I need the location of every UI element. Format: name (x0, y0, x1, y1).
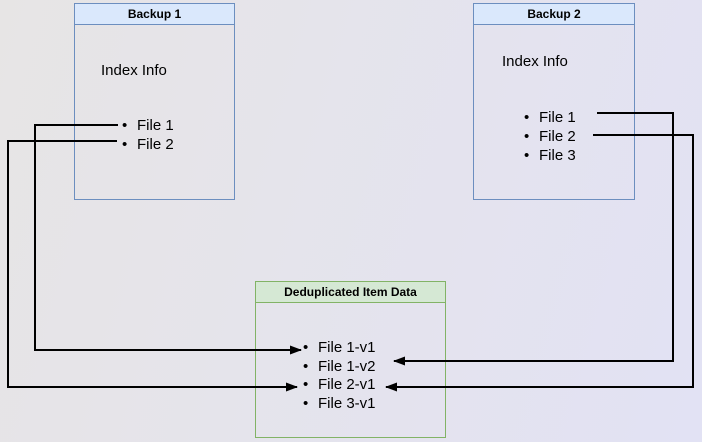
backup2-index-info-label: Index Info (502, 53, 568, 70)
bullet-icon: • (303, 376, 309, 393)
list-item-label: File 1 (137, 117, 174, 134)
bullet-icon: • (524, 128, 530, 145)
list-item: • File 2-v1 (303, 376, 376, 395)
list-item-label: File 3 (539, 147, 576, 164)
list-item: • File 1-v1 (303, 339, 376, 358)
bullet-icon: • (303, 357, 309, 375)
list-item: • File 3 (524, 146, 576, 165)
list-item: • File 1 (122, 116, 174, 135)
dedup-file-list: • File 1-v1 • File 1-v2 • File 2-v1 • File 3-v1 (303, 339, 376, 413)
list-item-label: File 1-v2 (318, 357, 376, 375)
backup1-title: Backup 1 (75, 4, 234, 25)
bullet-icon: • (524, 109, 530, 126)
list-item: • File 3-v1 (303, 395, 376, 414)
bullet-icon: • (303, 339, 309, 356)
list-item-label: File 2 (137, 136, 174, 153)
bullet-icon: • (122, 136, 128, 153)
backup2-box: Backup 2 Index Info • File 1 • File 2 • File … (473, 3, 635, 200)
list-item: • File 2 (122, 135, 174, 154)
backup1-file-list: • File 1 • File 2 (122, 116, 174, 154)
list-item-label: File 2-v1 (318, 376, 376, 393)
backup2-title: Backup 2 (474, 4, 634, 25)
bullet-icon: • (122, 117, 128, 134)
deduplicated-item-data-box: Deduplicated Item Data • File 1-v1 • File 1… (255, 281, 446, 438)
dedup-title: Deduplicated Item Data (256, 282, 445, 303)
backup1-box: Backup 1 Index Info • File 1 • File 2 (74, 3, 235, 200)
bullet-icon: • (303, 394, 309, 412)
list-item: • File 1-v2 (303, 358, 376, 377)
list-item-label: File 1 (539, 109, 576, 126)
list-item-label: File 2 (539, 128, 576, 145)
list-item: • File 1 (524, 108, 576, 127)
list-item-label: File 1-v1 (318, 339, 376, 356)
bullet-icon: • (524, 147, 530, 164)
list-item-label: File 3-v1 (318, 394, 376, 412)
backup2-file-list: • File 1 • File 2 • File 3 (524, 108, 576, 165)
backup1-index-info-label: Index Info (101, 62, 167, 79)
list-item: • File 2 (524, 127, 576, 146)
